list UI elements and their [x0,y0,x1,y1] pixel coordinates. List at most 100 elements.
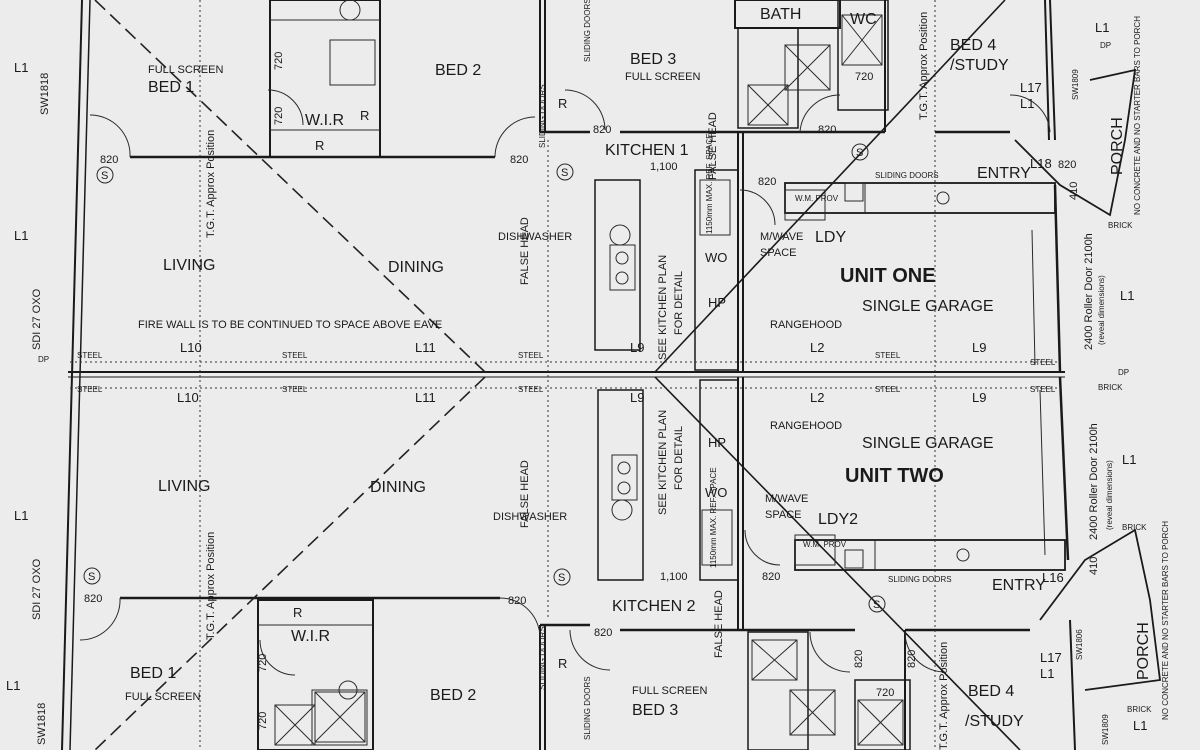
dim-1100: 1,100 [650,161,678,173]
smoke-detector-icon: S [96,166,114,184]
steel-marker: STEEL [518,385,544,394]
dim-720: 720 [855,71,873,83]
note-see-kitchen-plan: SEE KITCHEN PLAN [657,410,669,515]
lintel-l9: L9 [630,390,644,405]
steel-marker: STEEL [1030,358,1056,367]
note-brick: BRICK [1108,221,1133,230]
window-sw1809: SW1809 [1101,714,1110,745]
window-sw1818: SW1818 [36,703,48,745]
dim-820: 820 [818,124,836,136]
dim-720: 720 [273,107,285,125]
fixture-wo: WO [705,485,727,500]
door-sdi-27-oxo: SDI 27 OXO [31,558,43,620]
smoke-detector-icon: S [868,595,886,613]
room-label-living: LIVING [163,257,215,274]
room-label-entry: ENTRY [977,165,1031,182]
note-false-head: FALSE HEAD [707,112,719,180]
dim-820: 820 [100,154,118,166]
dim-820: 820 [594,627,612,639]
window-sw1806: SW1806 [1075,629,1084,660]
dim-410: 410 [1088,557,1100,575]
room-label-bed-2: BED 2 [435,62,481,79]
room-label-bed-4: BED 4 [968,683,1014,700]
note-tgt: T.G.T. Approx Position [938,642,950,750]
note-tgt: T.G.T. Approx Position [205,130,217,238]
lintel-l11: L11 [415,390,436,405]
dim-820: 820 [758,176,776,188]
note-sliding-doors: SLIDING DOORS [538,84,547,148]
smoke-detector-icons: S S S S S S [83,143,886,613]
dim-820: 820 [84,593,102,605]
room-label-bed-3: BED 3 [632,702,678,719]
note-sliding-doors: SLIDING DOORS [888,575,952,584]
dim-820: 820 [762,571,780,583]
note-for-detail: FOR DETAIL [673,426,685,490]
note-see-kitchen-plan: SEE KITCHEN PLAN [657,255,669,360]
door-swings [79,89,1051,676]
note-dishwasher: DISHWASHER [493,511,567,523]
unit-two-title: UNIT TWO [845,465,944,487]
note-tgt: T.G.T. Approx Position [918,12,930,120]
note-sliding-doors: SLIDING DOORS [583,676,592,740]
note-full-screen: FULL SCREEN [625,71,700,83]
steel-marker: STEEL [875,351,901,360]
note-for-detail: FOR DETAIL [673,271,685,335]
downpipe-dp: DP [1118,368,1129,377]
lintel-l9: L9 [630,340,644,355]
dim-820: 820 [1058,159,1076,171]
room-label-ldy: LDY [815,229,846,246]
room-label-wc: WC [850,11,877,28]
dim-720: 720 [257,712,269,730]
note-false-head: FALSE HEAD [519,217,531,285]
lintel-l1: L1 [1095,20,1109,35]
porch-outline [1014,68,1162,691]
door-sdi-27-oxo: SDI 27 OXO [31,288,43,350]
lintel-l1: L1 [1133,718,1147,733]
smoke-detector-icon: S [553,568,571,586]
walls [61,0,1076,750]
lintel-l11: L11 [415,340,436,355]
dim-820: 820 [593,124,611,136]
dim-820: 820 [906,650,918,668]
steel-marker: STEEL [1030,385,1056,394]
smoke-detector-icon: S [83,567,101,585]
window-sw1818: SW1818 [39,73,51,115]
svg-text:S: S [873,599,880,611]
note-sliding-doors: SLIDING DOORS [538,626,547,690]
note-space: SPACE [760,247,796,259]
steel-marker: STEEL [77,385,103,394]
dim-720: 720 [876,687,894,699]
room-label-wir: W.I.R [305,112,344,129]
lintel-l10: L10 [177,390,199,405]
lintel-l1: L1 [6,678,20,693]
lintel-l1: L1 [1020,96,1034,111]
lintel-l17: L17 [1020,80,1042,95]
robe-label: R [558,96,567,111]
dim-720: 720 [273,52,285,70]
room-label-dining: DINING [370,479,426,496]
robe-label: R [315,138,324,153]
note-ref-space: 1150mm MAX. REF. SPACE [705,133,714,234]
dim-410: 410 [1068,182,1080,200]
room-label-bed-4: BED 4 [950,37,996,54]
robe-label: R [293,605,302,620]
rotated-labels: SW1818 SDI 27 OXO SDI 27 OXO SW1818 T.G.… [31,0,1170,750]
room-label-entry: ENTRY [992,577,1046,594]
svg-text:S: S [88,571,95,583]
note-fire-wall: FIRE WALL IS TO BE CONTINUED TO SPACE AB… [138,319,442,331]
lintel-l10: L10 [180,340,202,355]
note-full-screen: FULL SCREEN [632,685,707,697]
lintel-l2: L2 [810,390,824,405]
note-rangehood: RANGEHOOD [770,319,842,331]
note-space: SPACE [765,509,801,521]
note-brick: BRICK [1098,383,1123,392]
note-false-head: FALSE HEAD [713,590,725,658]
robe-label: R [360,108,369,123]
dim-1100: 1,100 [660,571,688,583]
steel-marker: STEEL [282,385,308,394]
room-label-single-garage: SINGLE GARAGE [862,298,994,315]
room-label-wir: W.I.R [291,628,330,645]
room-label-bed-1: BED 1 [130,665,176,682]
note-ref-space: 1150mm MAX. REF. SPACE [709,467,718,568]
